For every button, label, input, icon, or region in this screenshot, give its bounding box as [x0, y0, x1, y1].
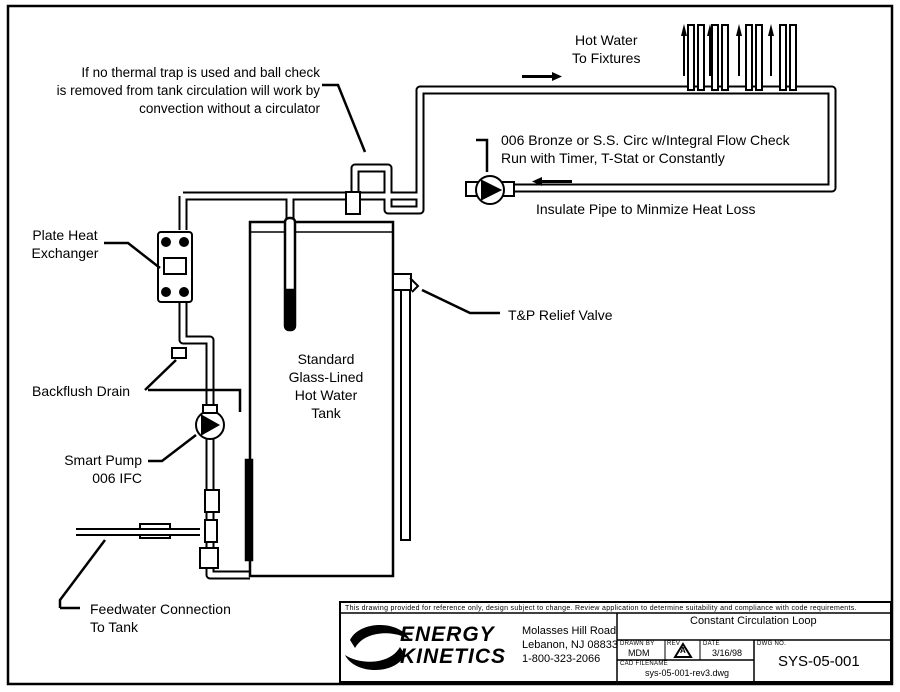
rev-label: REV	[667, 641, 681, 647]
dwg-no-label: DWG NO.	[757, 641, 787, 647]
drawing-border	[6, 4, 894, 686]
file-label: CAD FILENAME	[620, 661, 668, 667]
insulate-note: Insulate Pipe to Minmize Heat Loss	[536, 201, 756, 217]
circulator-note: 006 Bronze or S.S. Circ w/Integral Flow …	[501, 132, 790, 166]
flow-arrow-right	[522, 72, 562, 81]
plate-heat-exchanger	[157, 231, 193, 303]
file-value: sys-05-001-rev3.dwg	[645, 668, 730, 678]
backflush-drain-label: Backflush Drain	[32, 383, 131, 399]
tp-relief-valve-label: T&P Relief Valve	[508, 307, 613, 323]
water-tank	[244, 216, 395, 578]
drawn-by-label: DRAWN BY	[620, 641, 655, 647]
title-block-frame	[339, 601, 892, 683]
dwg-no-value: SYS-05-001	[778, 653, 860, 670]
rev-triangle	[673, 642, 693, 658]
date-label: DATE	[703, 641, 720, 647]
circulator-pump	[465, 175, 515, 205]
disclaimer-text: This drawing provided for reference only…	[345, 605, 857, 612]
flow-arrow-left	[532, 177, 572, 186]
leader-lines	[58, 83, 500, 610]
drawing-title: Constant Circulation Loop	[690, 615, 817, 627]
thermal-trap-note: If no thermal trap is used and ball chec…	[56, 65, 320, 116]
date-value: 3/16/98	[712, 648, 743, 658]
fixture-risers	[687, 24, 797, 91]
company-address: Molasses Hill Road Lebanon, NJ 08833 1-8…	[522, 625, 619, 665]
drawn-by-value: MDM	[628, 648, 650, 658]
tp-relief-valve	[392, 273, 420, 541]
smart-pump	[195, 404, 225, 440]
fixture-arrows	[681, 24, 774, 76]
rev-value: A	[680, 646, 686, 655]
energy-kinetics-logo-mark	[345, 625, 410, 670]
